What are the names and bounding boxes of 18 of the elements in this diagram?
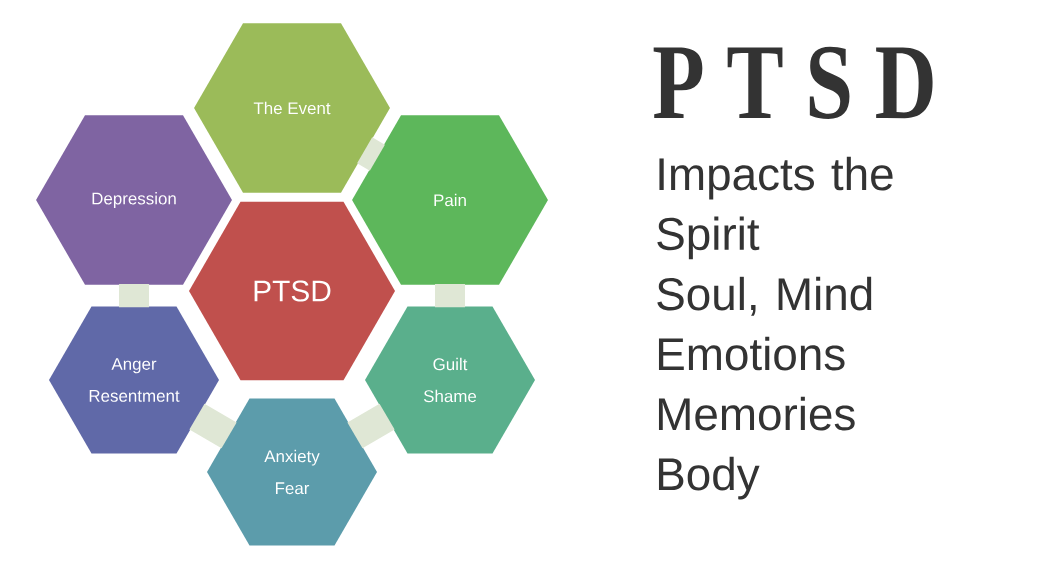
title: P T S D [653, 46, 933, 120]
hexagon: Anger Resentment [49, 306, 219, 454]
hexagon: Anxiety Fear [207, 398, 377, 546]
connector-band [357, 137, 385, 171]
hexagon: Depression [36, 115, 232, 285]
label-text: Emotions [658, 336, 845, 371]
connector-band [435, 284, 465, 308]
label-text: Soul, Mind [657, 276, 872, 316]
connector-band [119, 284, 149, 308]
hexagon: Pain [352, 115, 548, 285]
hexagon: PTSD [189, 201, 395, 381]
label-text: Body [658, 456, 760, 500]
label-text: Memories [658, 396, 855, 431]
connector-band [189, 403, 237, 449]
hexagon: The Event [194, 23, 390, 193]
hexagon: Guilt Shame [365, 306, 535, 454]
connector-band [347, 403, 395, 449]
label-text: Impacts the Spirit [657, 156, 893, 260]
